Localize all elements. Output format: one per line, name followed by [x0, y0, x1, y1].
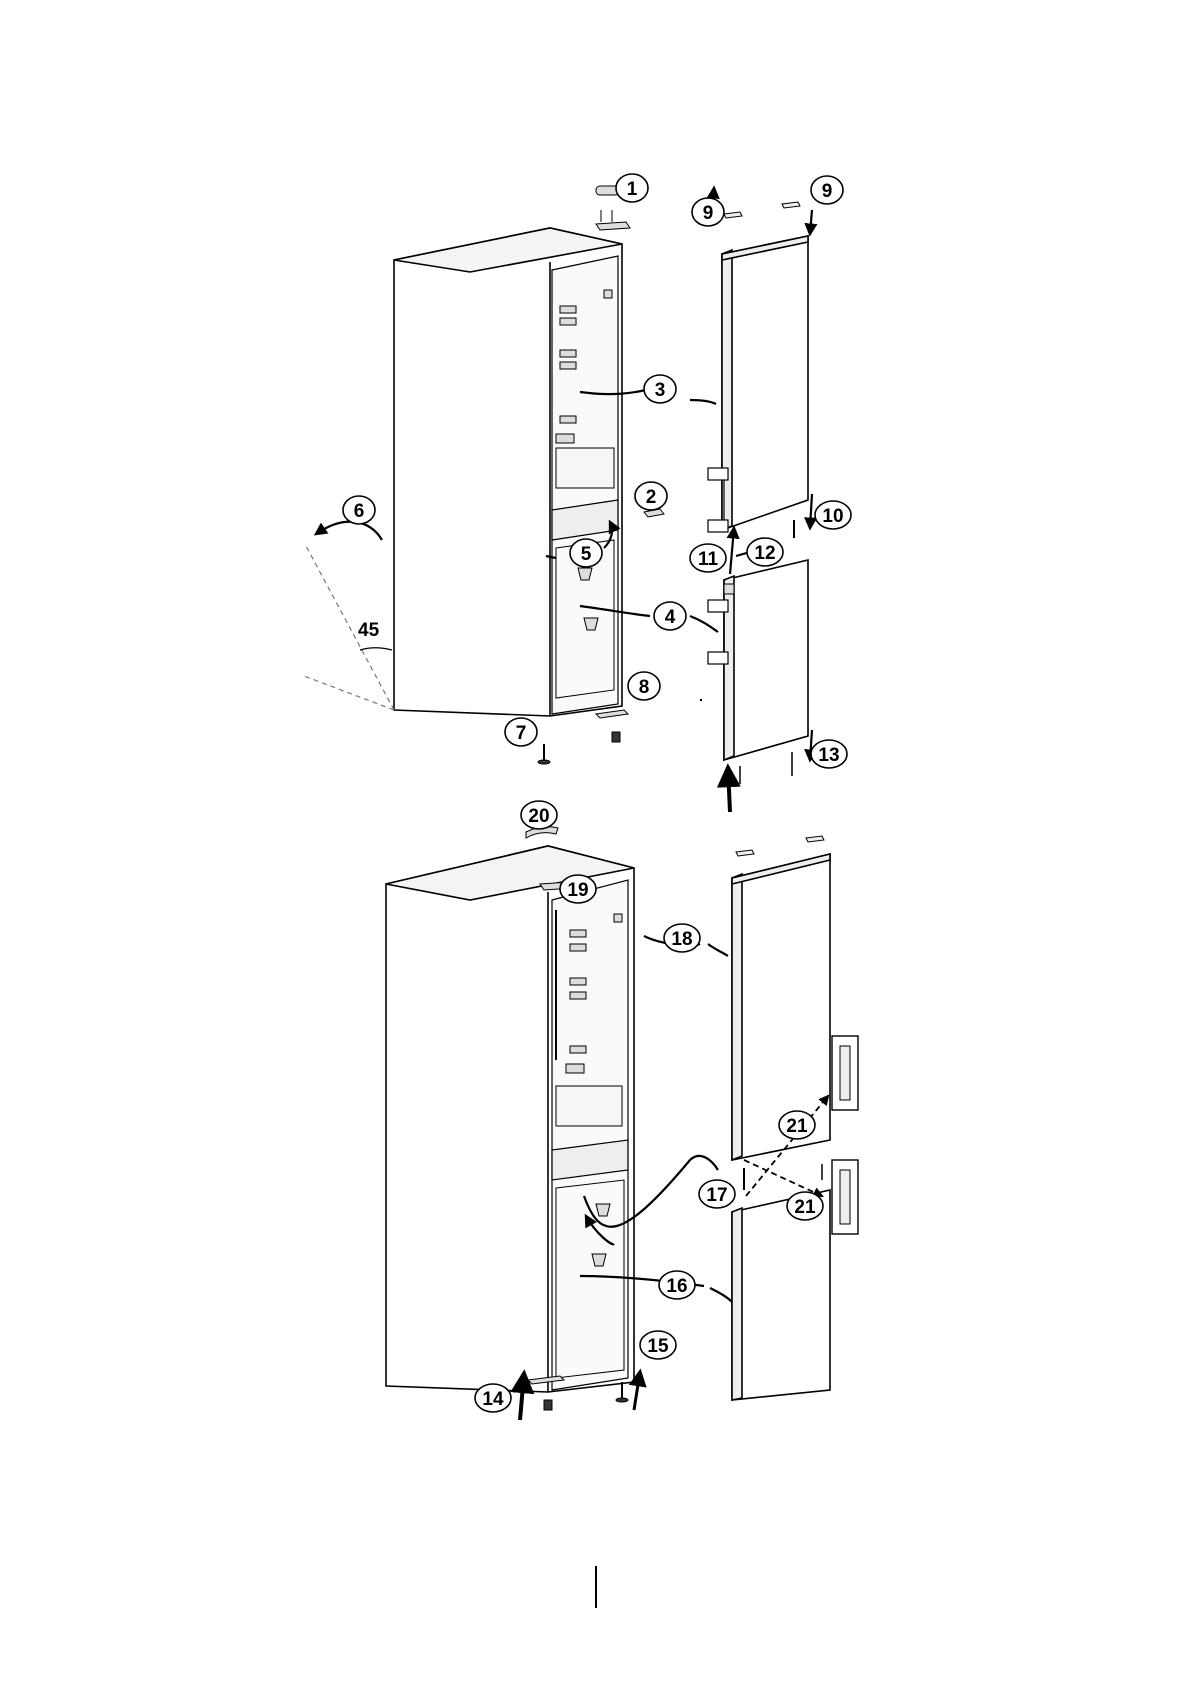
callout-number: 7: [516, 723, 527, 744]
page-divider: [595, 1566, 597, 1608]
callout-number: 6: [354, 501, 365, 522]
callout-number: 21: [786, 1116, 808, 1137]
lower-handle: [832, 1160, 858, 1234]
callout-number: 14: [482, 1389, 504, 1410]
callout-4: 4: [654, 602, 686, 630]
callout-11: 11: [690, 544, 726, 572]
callout-number: 9: [822, 181, 833, 202]
callout-9: 9: [692, 198, 724, 226]
upper-door-bottom: [732, 836, 830, 1160]
callout-number: 17: [706, 1185, 727, 1206]
top-assembly: [394, 186, 808, 784]
angle-label: 45: [358, 620, 380, 641]
callout-9: 9: [811, 176, 843, 204]
callout-number: 16: [666, 1276, 687, 1297]
callout-18: 18: [664, 924, 700, 952]
callout-number: 12: [754, 543, 775, 564]
callout-2: 2: [635, 482, 667, 510]
callout-5: 5: [570, 539, 602, 567]
lower-door-top: [708, 560, 808, 784]
callout-number: 2: [646, 487, 657, 508]
callout-number: 5: [581, 544, 592, 565]
upper-handle: [832, 1036, 858, 1110]
callout-number: 8: [639, 677, 650, 698]
callout-number: 21: [794, 1197, 816, 1218]
cabinet-top: [394, 186, 664, 764]
callout-14: 14: [475, 1384, 511, 1412]
callout-20: 20: [521, 801, 557, 829]
callout-6: 6: [343, 496, 375, 524]
callout-number: 11: [698, 549, 719, 570]
callout-12: 12: [747, 538, 783, 566]
callout-15: 15: [640, 1331, 676, 1359]
callout-number: 1: [627, 179, 638, 200]
callout-8: 8: [628, 672, 660, 700]
callout-10: 10: [815, 501, 851, 529]
callout-21: 21: [787, 1192, 823, 1220]
callout-number: 4: [665, 607, 676, 628]
callout-number: 9: [703, 203, 714, 224]
callout-7: 7: [505, 718, 537, 746]
callout-number: 18: [671, 929, 692, 950]
callout-16: 16: [659, 1271, 695, 1299]
callout-number: 19: [567, 880, 588, 901]
upper-door-top: [708, 202, 808, 538]
tilt-angle-guide: [304, 546, 394, 710]
callout-21: 21: [779, 1111, 815, 1139]
callout-13: 13: [811, 740, 847, 768]
callout-3: 3: [644, 375, 676, 403]
callout-number: 20: [528, 806, 549, 827]
callout-number: 13: [818, 745, 839, 766]
callout-19: 19: [560, 875, 596, 903]
callout-number: 15: [647, 1336, 669, 1357]
callout-number: 10: [822, 506, 843, 527]
callout-1: 1: [616, 174, 648, 202]
callout-number: 3: [655, 380, 666, 401]
cabinet-bottom: [386, 827, 634, 1410]
callout-17: 17: [699, 1180, 735, 1208]
